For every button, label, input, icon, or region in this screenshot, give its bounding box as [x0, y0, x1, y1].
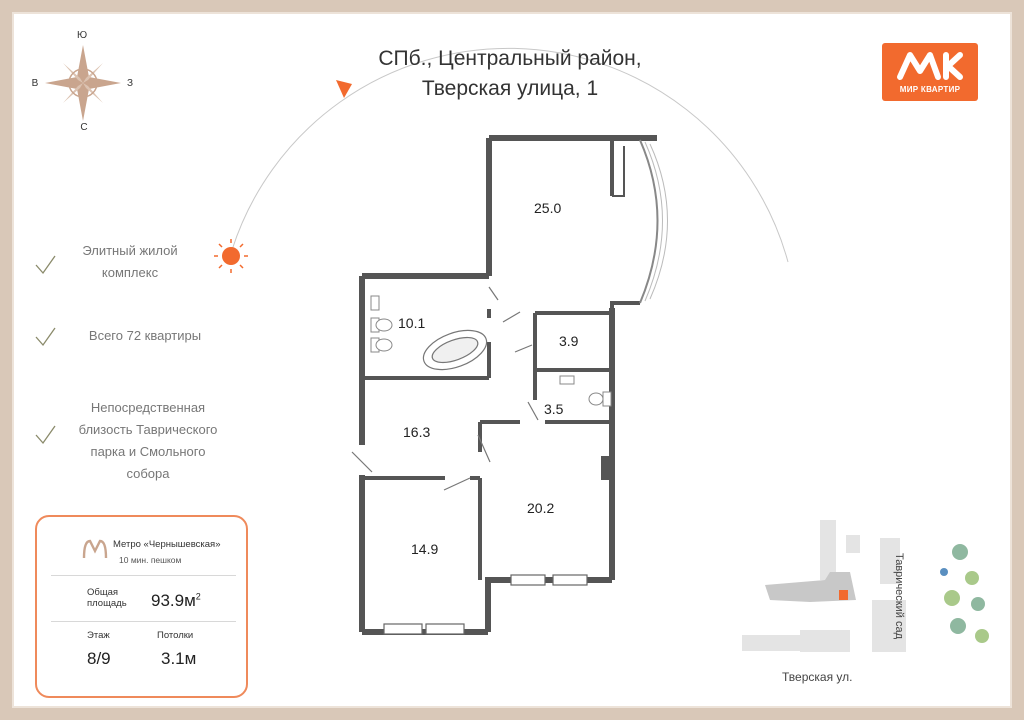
room-area-label: 14.9: [411, 541, 439, 557]
feature-apartment-count: Всего 72 квартиры: [70, 325, 220, 347]
page-inner-border: [12, 12, 1012, 708]
sun-path-arc: [231, 47, 789, 263]
logo-text: МИР КВАРТИР: [899, 85, 961, 94]
room-area-label: 3.5: [544, 401, 564, 417]
door-swings: [351, 286, 539, 491]
logo-mark-icon: [897, 52, 963, 80]
area-number: 93.9м: [151, 591, 196, 610]
floor-label: Этаж: [87, 630, 110, 641]
check-icon: [35, 255, 56, 275]
check-icon: [35, 425, 56, 445]
feature-text: Непосредственная: [90, 400, 206, 415]
ceiling-value: 3.1м: [161, 649, 197, 668]
room-area-label: 3.9: [559, 333, 579, 349]
feature-text: Всего 72 квартиры: [88, 328, 202, 343]
area-unit-power: 2: [195, 591, 201, 602]
page-title: СПб., Центральный район, Тверская улица,…: [340, 44, 680, 104]
feature-elite-complex: Элитный жилой комплекс: [70, 240, 190, 284]
compass-south-label: С: [80, 122, 87, 133]
moon-icon: [772, 252, 788, 279]
window-icon: [383, 574, 588, 635]
feature-text: комплекс: [101, 265, 159, 280]
floor-value: 8/9: [87, 649, 111, 668]
compass-west-label: В: [32, 78, 39, 89]
compass-north-label: Ю: [77, 30, 87, 41]
apartment-info-card: Метро «Чернышевская» 10 мин. пешком Обща…: [35, 515, 248, 698]
check-icon: [35, 327, 56, 347]
park-label: Таврический сад: [893, 553, 905, 639]
metro-icon: [82, 539, 108, 559]
room-area-label: 20.2: [527, 500, 555, 516]
metro-station: Метро «Чернышевская»: [113, 539, 221, 550]
toilet-icon: [370, 295, 612, 407]
compass-rose-icon: [45, 45, 121, 121]
area-label: Общая площадь: [87, 587, 127, 609]
metro-walk-time: 10 мин. пешком: [119, 555, 182, 565]
feature-text: близость Таврического: [78, 422, 218, 437]
apartment-walls: [359, 135, 657, 635]
feature-text: собора: [126, 466, 170, 481]
area-label-line: Общая: [87, 587, 119, 598]
bathtub-icon: [422, 329, 488, 371]
divider: [51, 621, 236, 622]
feature-proximity: Непосредственная близость Таврического п…: [66, 397, 230, 485]
room-area-label: 16.3: [403, 424, 431, 440]
feature-text: парка и Смольного: [90, 444, 206, 459]
balcony-outline: [649, 143, 668, 300]
street-label: Тверская ул.: [782, 670, 853, 684]
feature-text: Элитный жилой: [82, 243, 178, 258]
divider: [51, 575, 236, 576]
address-line-2: Тверская улица, 1: [421, 77, 599, 100]
sun-icon: [214, 239, 248, 273]
column-block: [601, 456, 612, 480]
room-area-label: 25.0: [534, 200, 562, 216]
balcony-outline: [639, 139, 659, 304]
room-area-label: 10.1: [398, 315, 426, 331]
ceiling-label: Потолки: [157, 630, 194, 641]
arrow-icon: [336, 80, 352, 98]
balcony-outline: [644, 141, 663, 302]
compass-east-label: З: [127, 78, 133, 89]
area-value: 93.9м2: [151, 591, 201, 611]
location-mini-map: [742, 520, 989, 652]
brand-logo: МИР КВАРТИР: [882, 43, 978, 101]
area-label-line: площадь: [87, 598, 127, 609]
address-line-1: СПб., Центральный район,: [378, 47, 642, 70]
